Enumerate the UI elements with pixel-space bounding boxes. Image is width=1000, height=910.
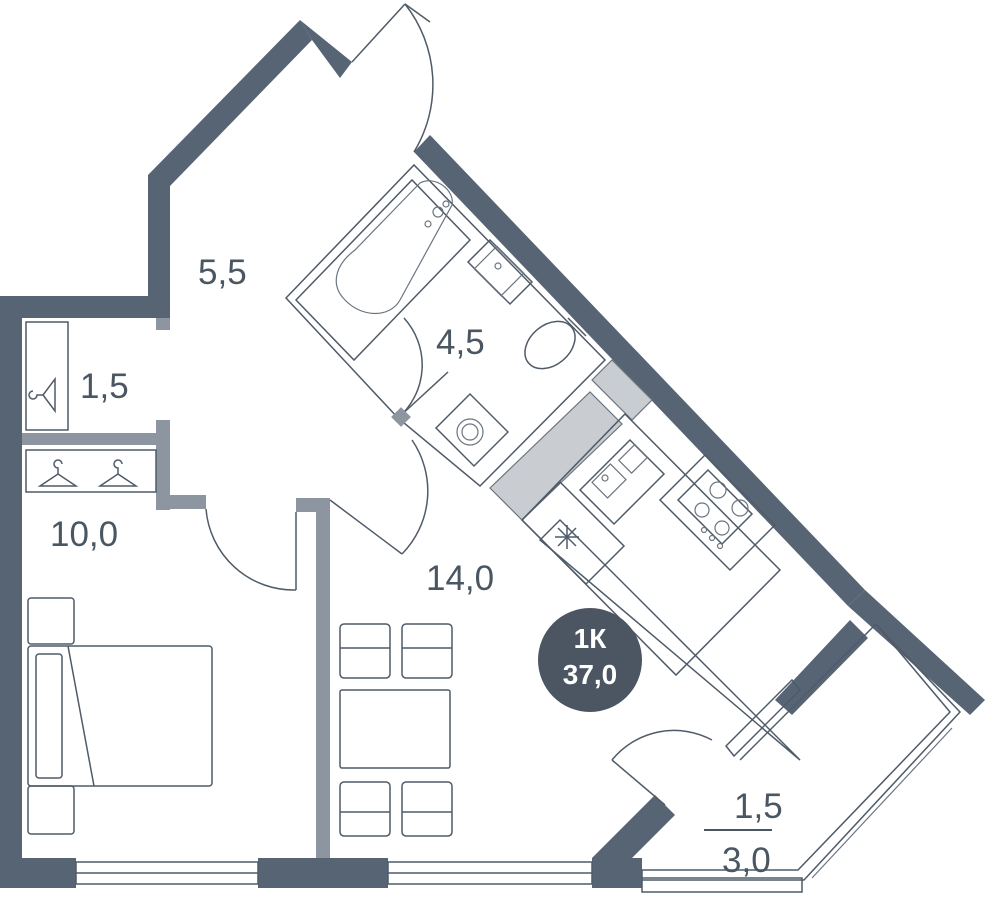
bedroom-corridor-partition: [156, 420, 170, 510]
windows: [75, 861, 803, 893]
balcony-window-bottom: [641, 877, 803, 893]
shaft-large: [489, 391, 623, 521]
living-door-jamb: [296, 498, 330, 512]
balcony: [611, 623, 962, 881]
snowflake-icon: [555, 525, 579, 549]
dining-set: [339, 623, 453, 837]
bedroom-closet: [25, 449, 157, 493]
bathroom-outline: [284, 163, 607, 488]
toilet: [524, 317, 587, 370]
bedroom-door-jamb: [156, 495, 206, 509]
entry-jamb: [300, 20, 352, 78]
bottom-wall-left: [0, 858, 76, 888]
kitchen-sink: [578, 438, 666, 526]
right-diagonal-wall-2: [848, 590, 985, 715]
top-left-wall: [0, 296, 170, 318]
bedroom-living-partition: [316, 498, 330, 858]
ventilation-shafts: [489, 359, 653, 521]
bedroom-area: 10,0: [50, 515, 118, 554]
stove: [658, 453, 777, 572]
nightstand-top: [27, 597, 75, 645]
counter-edge: [538, 518, 801, 761]
chair: [339, 623, 391, 679]
hanger-icon: [97, 459, 139, 487]
balcony-area-top: 1,5: [734, 787, 783, 826]
bathroom-sink: [466, 238, 534, 306]
dining-table: [339, 689, 451, 769]
chair: [401, 623, 453, 679]
hanger-icon: [37, 459, 79, 487]
closets: [25, 321, 157, 493]
entry-diagonal-wall: [148, 20, 312, 186]
apartment-badge: 1К 37,0: [538, 608, 642, 712]
wardrobe-closet: [25, 321, 69, 431]
wardrobe-area: 1,5: [80, 367, 129, 406]
corridor-stub: [156, 318, 170, 330]
wardrobe-partition: [22, 433, 162, 445]
balcony-door-wall: [592, 795, 675, 878]
apartment-type: 1К: [574, 623, 608, 654]
washing-machine: [434, 392, 510, 468]
outer-walls: [0, 20, 985, 888]
bedroom-door[interactable]: [205, 508, 297, 591]
bathroom-block: [284, 163, 607, 488]
corridor-area: 5,5: [198, 253, 247, 292]
balcony-frame: [641, 623, 962, 881]
shaft-small: [591, 359, 653, 421]
nightstand-bottom: [27, 785, 75, 835]
total-area: 37,0: [563, 659, 618, 690]
right-diagonal-wall: [414, 135, 865, 606]
room-labels: 5,5 4,5 1,5 10,0 14,0 1,5 3,0: [50, 253, 783, 880]
bathtub: [294, 178, 472, 362]
chair: [401, 781, 453, 837]
kitchen-living-area: 14,0: [426, 559, 494, 598]
badge-circle: [538, 608, 642, 712]
bathroom-area: 4,5: [436, 323, 485, 362]
hanger-icon: [28, 376, 56, 414]
left-wall: [0, 296, 22, 888]
partitions: [22, 318, 330, 858]
bed: [27, 597, 213, 835]
pillow: [35, 653, 63, 779]
balcony-window-top: [724, 678, 802, 758]
entry-door[interactable]: [351, 3, 434, 153]
balcony-area-bottom: 3,0: [722, 841, 771, 880]
chair: [339, 781, 391, 837]
fridge: [520, 480, 626, 586]
entry-vertical-wall: [148, 175, 170, 318]
living-door[interactable]: [329, 439, 429, 555]
bottom-wall-mid: [258, 858, 388, 888]
